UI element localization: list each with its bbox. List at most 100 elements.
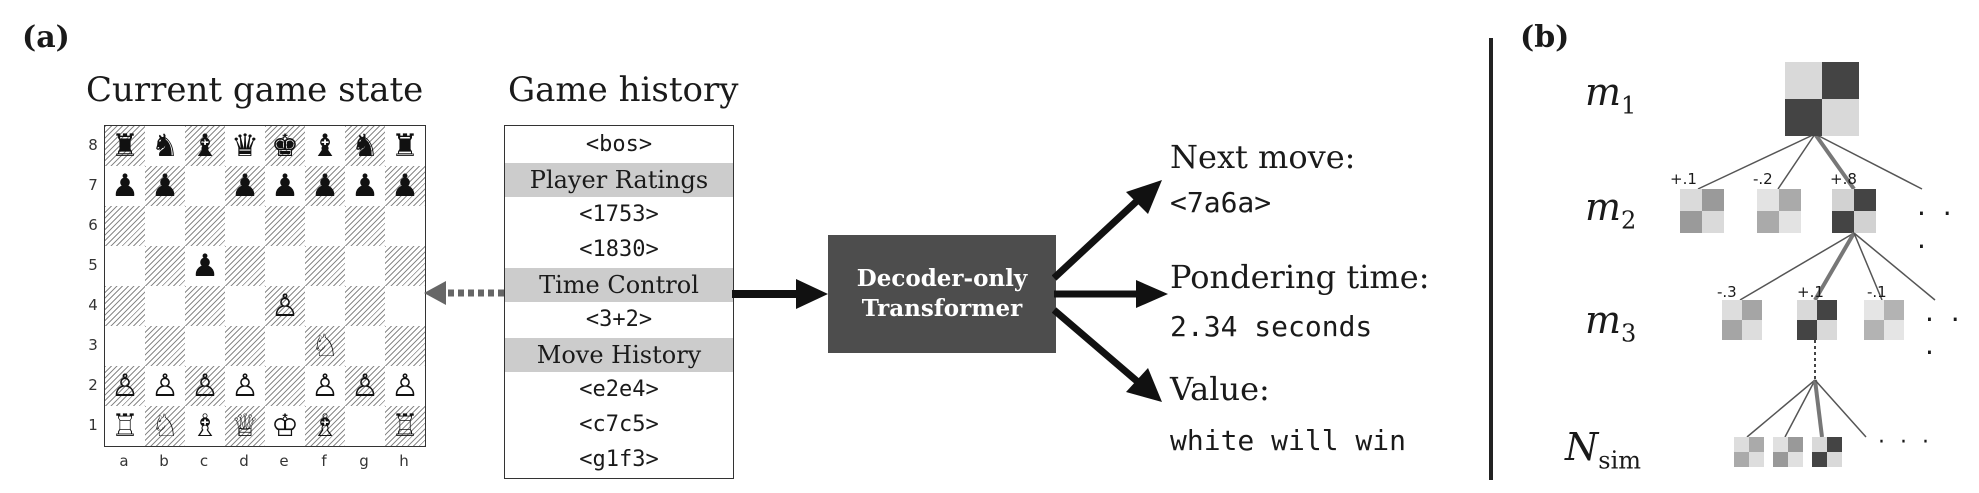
piece-f1: ♗: [311, 408, 339, 444]
square-b4: [145, 286, 185, 326]
square-h7: [385, 166, 425, 206]
square-e2: [265, 366, 305, 406]
piece-b2: ♙: [151, 368, 179, 404]
file-label: b: [159, 452, 169, 470]
rank-label: 1: [88, 416, 98, 434]
square-c6: [185, 206, 225, 246]
piece-h8: ♜: [391, 128, 419, 164]
piece-e4: ♙: [271, 288, 299, 324]
history-to-model-arrow: [732, 279, 828, 309]
history-section-header: Player Ratings: [505, 163, 733, 197]
square-g5: [345, 246, 385, 286]
model-name-line2: Transformer: [861, 295, 1023, 322]
tree-edge: [1697, 133, 1816, 190]
tree-edge: [1814, 379, 1867, 438]
piece-a2: ♙: [111, 368, 139, 404]
piece-f2: ♙: [311, 368, 339, 404]
square-b7: [145, 166, 185, 206]
square-c2: [185, 366, 225, 406]
square-e8: [265, 126, 305, 166]
file-label: e: [279, 452, 289, 470]
square-h8: [385, 126, 425, 166]
square-g1: [345, 406, 385, 446]
square-h2: [385, 366, 425, 406]
m2-ellipsis: · · ·: [1917, 197, 1956, 263]
square-a8: [105, 126, 145, 166]
history-section-header: Move History: [505, 338, 733, 372]
piece-h1: ♖: [391, 408, 419, 444]
history-token: <1830>: [579, 237, 659, 262]
square-c5: [185, 246, 225, 286]
file-label: h: [399, 452, 409, 470]
square-e6: [265, 206, 305, 246]
square-h6: [385, 206, 425, 246]
square-e3: [265, 326, 305, 366]
m2-score-2: -.2: [1753, 170, 1773, 188]
rank-label: 6: [88, 216, 98, 234]
piece-e1: ♔: [271, 408, 299, 444]
square-d4: [225, 286, 265, 326]
square-d1: [225, 406, 265, 446]
piece-b1: ♘: [151, 408, 179, 444]
piece-f3: ♘: [311, 328, 339, 364]
square-f6: [305, 206, 345, 246]
piece-d8: ♛: [231, 128, 259, 164]
square-g8: [345, 126, 385, 166]
square-e5: [265, 246, 305, 286]
square-d6: [225, 206, 265, 246]
rank-label: 8: [88, 136, 98, 154]
tree-edge: [1853, 232, 1883, 301]
m2-score-3: +.8: [1830, 170, 1857, 188]
model-output-arrows: [1052, 180, 1168, 402]
panel-b-label: (b): [1520, 20, 1570, 55]
m3-board-node: [1864, 300, 1904, 340]
next-move-title: Next move:: [1170, 138, 1356, 176]
chess-board: ♜♞♝♛♚♝♞♜♟♟♟♟♟♟♟♟♙♘♙♙♙♙♙♙♙♖♘♗♕♔♗♖: [104, 125, 426, 447]
history-token: <g1f3>: [579, 447, 659, 472]
m3-board-node: [1797, 300, 1837, 340]
piece-f7: ♟: [311, 168, 339, 204]
history-to-board-arrow: [424, 281, 504, 305]
tree-edge: [1813, 132, 1856, 191]
square-c1: [185, 406, 225, 446]
square-f4: [305, 286, 345, 326]
tree-edge: [1813, 231, 1856, 302]
piece-c1: ♗: [191, 408, 219, 444]
piece-f8: ♝: [311, 128, 339, 164]
square-e4: [265, 286, 305, 326]
square-d5: [225, 246, 265, 286]
square-h1: [385, 406, 425, 446]
square-a3: [105, 326, 145, 366]
square-g7: [345, 166, 385, 206]
square-b8: [145, 126, 185, 166]
decoder-only-transformer-block: Decoder-only Transformer: [828, 235, 1056, 353]
tree-edge: [1777, 133, 1816, 190]
nsim-board-node: [1773, 437, 1803, 467]
rank-label: 5: [88, 256, 98, 274]
m3-score-2: +.1: [1797, 283, 1824, 301]
square-a2: [105, 366, 145, 406]
model-name-line1: Decoder-only: [856, 265, 1028, 292]
row-label-m1: m1: [1585, 70, 1637, 120]
piece-c8: ♝: [191, 128, 219, 164]
square-g6: [345, 206, 385, 246]
square-g3: [345, 326, 385, 366]
square-f7: [305, 166, 345, 206]
board-title: Current game state: [86, 70, 424, 110]
pondering-time-title: Pondering time:: [1170, 258, 1430, 296]
pondering-time-value: 2.34 seconds: [1170, 310, 1373, 343]
piece-e8: ♚: [271, 128, 299, 164]
nsim-board-node: [1734, 437, 1764, 467]
square-a6: [105, 206, 145, 246]
square-f3: [305, 326, 345, 366]
square-c4: [185, 286, 225, 326]
m1-board-node: [1785, 62, 1859, 136]
piece-a8: ♜: [111, 128, 139, 164]
piece-d2: ♙: [231, 368, 259, 404]
history-token: <bos>: [585, 132, 653, 157]
history-token: <1753>: [579, 202, 659, 227]
square-e1: [265, 406, 305, 446]
row-label-m2: m2: [1585, 185, 1637, 235]
square-g2: [345, 366, 385, 406]
